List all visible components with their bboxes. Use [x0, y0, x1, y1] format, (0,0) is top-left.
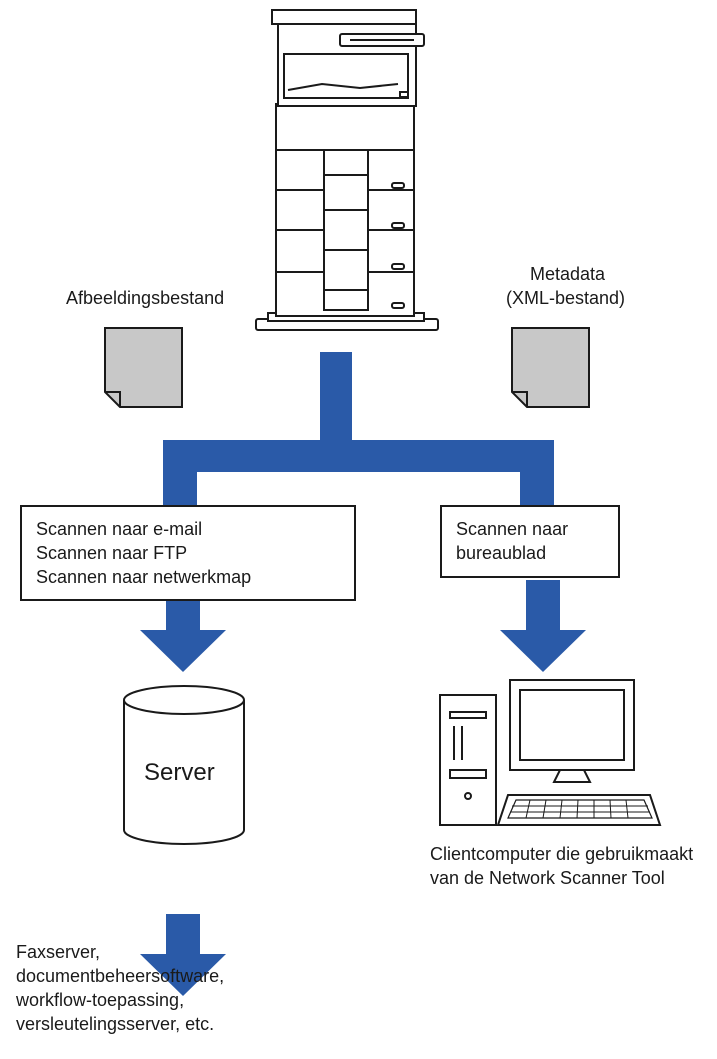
box-line: Scannen naar FTP — [36, 543, 188, 563]
scan-destinations-box: Scannen naar e-mail Scannen naar FTP Sca… — [20, 505, 356, 601]
box-line: Scannen naar — [456, 519, 569, 539]
client-computer-label: Clientcomputer die gebruikmaakt van de N… — [430, 842, 693, 890]
computer-icon — [439, 679, 662, 826]
scan-to-desktop-box: Scannen naar bureaublad — [440, 505, 620, 578]
document-icon — [104, 327, 183, 408]
client-label-line1: Clientcomputer die gebruikmaakt — [430, 844, 694, 864]
destination-line: workflow-toepassing, — [16, 990, 185, 1010]
metadata-label-line2: (XML-bestand) — [506, 288, 626, 308]
destination-line: versleutelingsserver, etc. — [16, 1014, 215, 1034]
printer-icon — [255, 9, 439, 331]
destinations-list: Faxserver, documentbeheersoftware, workf… — [16, 940, 224, 1036]
server-icon — [123, 685, 245, 845]
metadata-label: Metadata (XML-bestand) — [506, 262, 625, 310]
box-line: Scannen naar netwerkmap — [36, 567, 252, 587]
server-label: Server — [144, 759, 215, 786]
box-line: bureaublad — [456, 543, 547, 563]
image-file-label: Afbeeldingsbestand — [66, 288, 225, 308]
destination-line: Faxserver, — [16, 942, 101, 962]
document-icon — [511, 327, 590, 408]
box-line: Scannen naar e-mail — [36, 519, 203, 539]
metadata-label-line1: Metadata — [530, 264, 606, 284]
flow-arrows — [140, 352, 586, 996]
client-label-line2: van de Network Scanner Tool — [430, 868, 665, 888]
destination-line: documentbeheersoftware, — [16, 966, 225, 986]
